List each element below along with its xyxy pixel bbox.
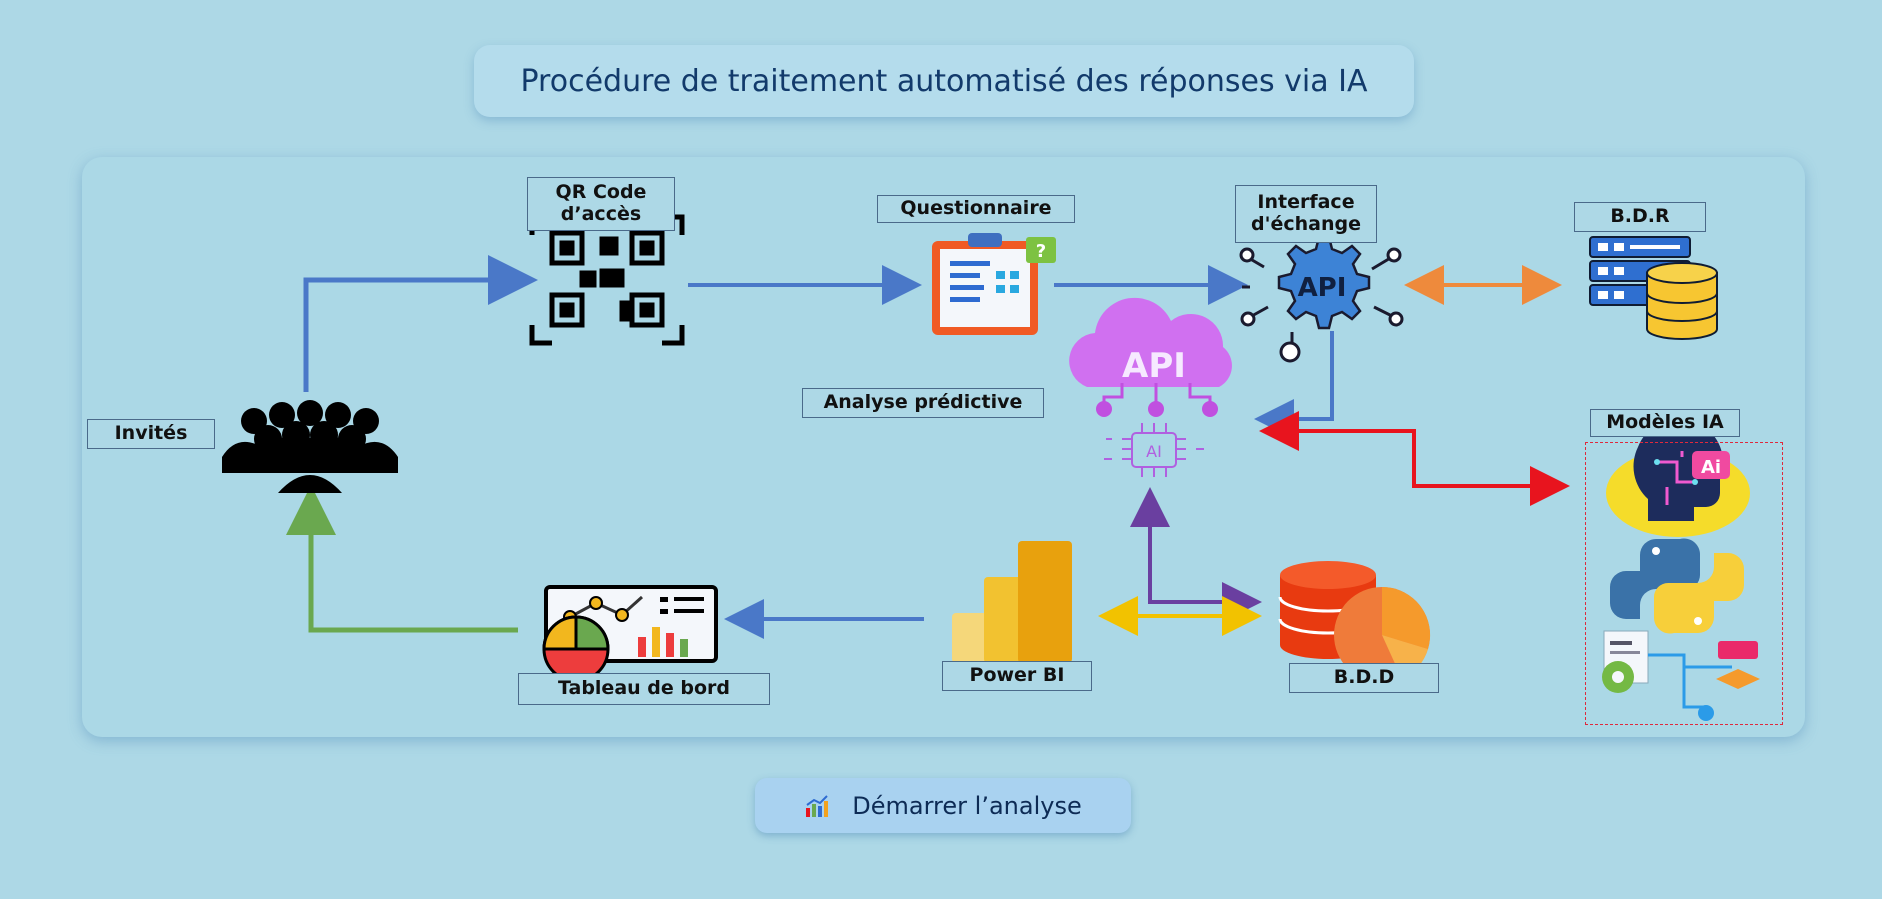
api-cloud-text: API (1122, 346, 1186, 386)
arrow-tableau-to-invites (286, 485, 518, 633)
start-analysis-label: Démarrer l’analyse (852, 791, 1082, 820)
ai-models-frame (1585, 442, 1783, 725)
process-diagram: ? API (82, 157, 1805, 737)
label-analyse-predictive: Analyse prédictive (802, 388, 1044, 418)
api-gear-icon (1239, 235, 1404, 363)
label-bdr: B.D.R (1574, 202, 1706, 232)
dashboard-icon (542, 585, 718, 683)
server-database-icon (1589, 236, 1718, 340)
start-analysis-button[interactable]: Démarrer l’analyse (755, 778, 1131, 833)
diagram-canvas: ? API (222, 214, 1760, 721)
page-title: Procédure de traitement automatisé des r… (474, 45, 1414, 117)
python-logo-icon (1610, 538, 1744, 634)
workflow-icon (1602, 630, 1760, 721)
qr-code-icon (529, 214, 685, 346)
label-tableau-de-bord: Tableau de bord (518, 673, 770, 705)
label-bdd: B.D.D (1289, 663, 1439, 693)
label-invites: Invités (87, 419, 215, 449)
label-power-bi: Power BI (942, 661, 1092, 691)
arrow-invites-to-qr (303, 255, 538, 392)
label-interface: Interface d'échange (1235, 185, 1377, 243)
label-modeles-ia: Modèles IA (1590, 409, 1740, 437)
arrow-analyse-modeles (1259, 411, 1570, 506)
api-gear-text: API (1298, 273, 1347, 303)
api-cloud-icon (1069, 297, 1232, 417)
chart-icon (806, 794, 829, 817)
label-qr-code: QR Code d’accès (527, 177, 675, 231)
ai-head-badge: Ai (1701, 457, 1721, 478)
powerbi-icon (952, 541, 1072, 663)
label-questionnaire: Questionnaire (877, 195, 1075, 223)
database-pie-icon (1278, 561, 1431, 683)
ai-head-icon (1606, 418, 1750, 537)
ai-chip-text: AI (1146, 442, 1162, 461)
question-mark: ? (1036, 241, 1046, 262)
ai-chip-icon (1104, 423, 1204, 477)
people-group-icon (222, 400, 398, 493)
clipboard-icon (932, 233, 1056, 335)
arrow-analyse-bdd (1130, 487, 1262, 622)
